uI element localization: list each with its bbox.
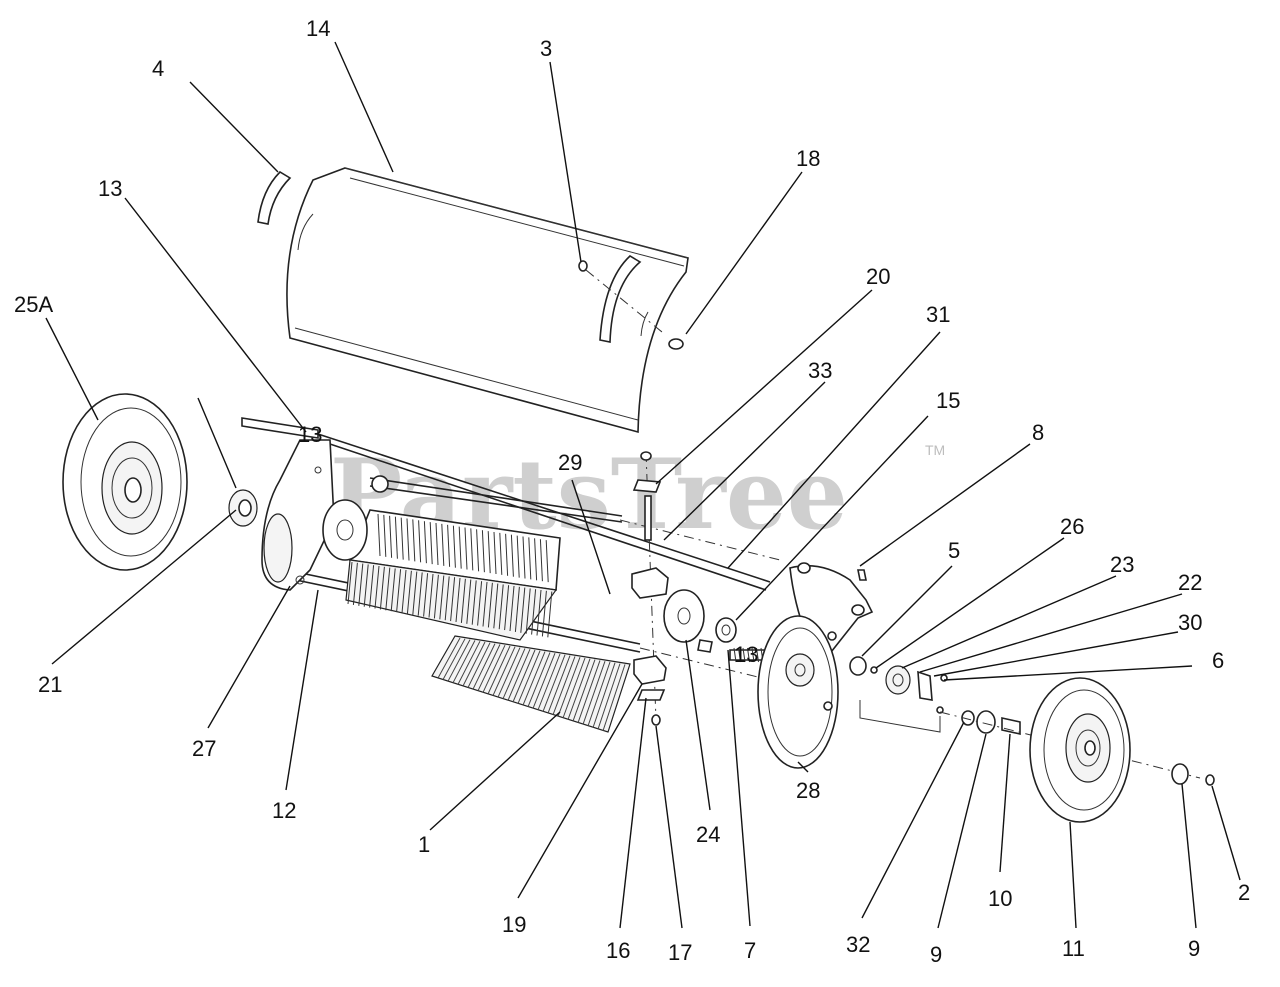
center-bracket <box>631 451 669 726</box>
callout-11: 11 <box>1062 936 1085 961</box>
callout-2: 2 <box>1238 880 1250 905</box>
left-side-plate <box>261 439 335 591</box>
callout-17: 17 <box>668 940 692 965</box>
callout-1: 1 <box>418 832 430 857</box>
callout-13-left: 13 <box>298 422 322 447</box>
callout-18: 18 <box>796 146 820 171</box>
hopper-cover <box>286 167 689 434</box>
bracket-19 <box>633 655 667 685</box>
callout-24: 24 <box>696 822 720 847</box>
callout-32: 32 <box>846 932 870 957</box>
cover-strap-left <box>257 170 292 225</box>
screw-3 <box>578 260 588 272</box>
callout-23: 23 <box>1110 552 1134 577</box>
washer-9-left <box>976 710 996 734</box>
callout-31: 31 <box>926 302 950 327</box>
callout-26: 26 <box>1060 514 1084 539</box>
cover-strap-right <box>599 255 642 343</box>
spacer-10 <box>1001 717 1021 735</box>
left-wheel-25A <box>62 393 188 571</box>
bolt-18 <box>668 338 684 350</box>
callout-19: 19 <box>502 912 526 937</box>
pin-33 <box>644 495 652 541</box>
washer-9-right <box>1171 763 1189 785</box>
bracket-30 <box>917 670 933 701</box>
callout-3: 3 <box>540 36 552 61</box>
callout-10: 10 <box>988 886 1012 911</box>
callout-8: 8 <box>1032 420 1044 445</box>
right-wheel-11 <box>1029 677 1131 823</box>
pin-26 <box>870 666 878 674</box>
callout-13-top: 13 <box>98 176 122 201</box>
callout-9-right: 9 <box>1188 936 1200 961</box>
plate-16 <box>636 689 666 701</box>
callout-29: 29 <box>558 450 582 475</box>
callout-30: 30 <box>1178 610 1202 635</box>
gear-23 <box>885 665 911 695</box>
drive-hub-28 <box>757 615 839 769</box>
callout-13-center: 13 <box>734 642 758 667</box>
rod-13-middle <box>369 477 623 517</box>
pinion-gear-21 <box>228 489 258 527</box>
callout-15: 15 <box>936 388 960 413</box>
retainer-2 <box>1205 774 1215 786</box>
pin-8 <box>857 569 867 581</box>
left-brush-wheel <box>322 499 368 561</box>
callout-6: 6 <box>1212 648 1224 673</box>
callout-25A: 25A <box>14 292 53 317</box>
callout-12: 12 <box>272 798 296 823</box>
center-wheel-24 <box>663 589 705 643</box>
rod-13-upper-left <box>241 417 319 439</box>
callout-20: 20 <box>866 264 890 289</box>
callout-33: 33 <box>808 358 832 383</box>
callout-7: 7 <box>744 938 756 963</box>
rod-13-upper <box>317 433 771 583</box>
callout-labels: 14 3 4 18 13 20 25A 31 33 15 13 8 29 26 … <box>14 16 1250 967</box>
callout-4: 4 <box>152 56 164 81</box>
callout-16: 16 <box>606 938 630 963</box>
brush-assembly <box>322 475 561 641</box>
callout-5: 5 <box>948 538 960 563</box>
screw-17 <box>651 714 661 726</box>
callout-9-left: 9 <box>930 942 942 967</box>
washer-5 <box>849 656 867 676</box>
callout-27: 27 <box>192 736 216 761</box>
callout-22: 22 <box>1178 570 1202 595</box>
callout-28: 28 <box>796 778 820 803</box>
callout-14: 14 <box>306 16 330 41</box>
callout-21: 21 <box>38 672 62 697</box>
bushing-15 <box>715 617 737 643</box>
watermark-trademark: TM <box>925 442 945 458</box>
nut-20 <box>640 451 652 461</box>
leader-lines <box>45 41 1241 929</box>
brush-strip-1 <box>431 635 631 733</box>
